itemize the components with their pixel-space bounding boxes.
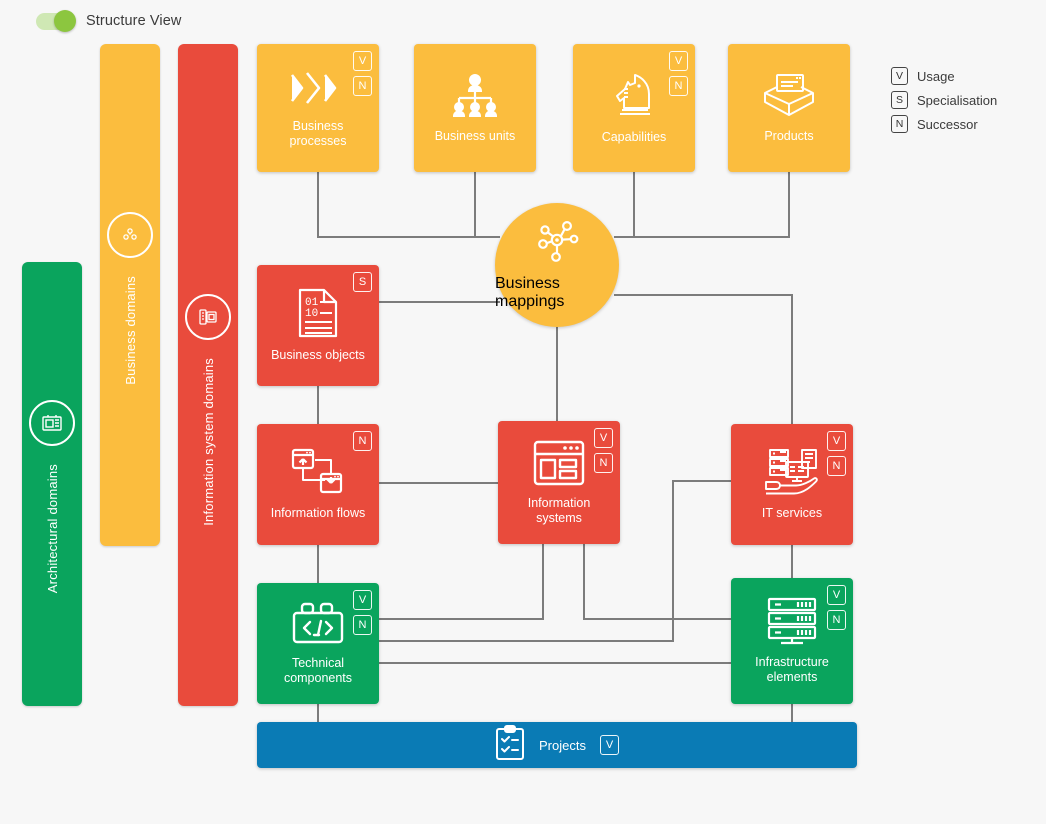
node-label-products: Products <box>764 128 814 143</box>
badges-capabilities: V N <box>669 51 688 96</box>
node-products[interactable]: Products <box>728 44 850 172</box>
open-box-icon <box>760 73 818 119</box>
node-label-it-services: IT services <box>761 506 823 520</box>
usage-badge: V <box>827 585 846 605</box>
usage-badge: V <box>353 51 372 71</box>
specialisation-badge-icon: S <box>891 91 908 109</box>
legend: V Usage S Specialisation N Successor <box>891 67 998 133</box>
domain-bar-label-information-system: Information system domains <box>200 358 216 526</box>
badges-information-flows: N <box>353 431 372 451</box>
node-label-projects: Projects <box>539 737 586 753</box>
usage-badge: V <box>594 428 613 448</box>
knight-chess-icon <box>611 72 657 120</box>
node-label-information-flows: Information flows <box>270 506 366 520</box>
structure-view-toggle[interactable] <box>36 10 76 32</box>
node-it-services[interactable]: V N IT services <box>731 424 853 545</box>
node-business-objects[interactable]: S 01 10 Business objects <box>257 265 379 386</box>
data-flow-icon <box>291 448 345 496</box>
badges-it-services: V N <box>827 431 846 476</box>
node-label-infrastructure-elements: Infrastructure elements <box>755 655 829 684</box>
successor-badge: N <box>353 76 372 96</box>
node-label-business-objects: Business objects <box>271 348 365 362</box>
information-system-icon <box>185 294 231 340</box>
legend-label-specialisation: Specialisation <box>917 92 998 108</box>
usage-badge: V <box>599 735 619 755</box>
badges-business-objects: S <box>353 272 372 292</box>
node-business-processes[interactable]: V N Business processes <box>257 44 379 172</box>
legend-item-successor: N Successor <box>891 115 997 133</box>
usage-badge: V <box>353 590 372 610</box>
usage-badge: V <box>669 51 688 71</box>
node-infrastructure-elements[interactable]: V N Infrastructure elements <box>731 578 853 704</box>
node-label-business-units: Business units <box>434 128 516 143</box>
node-label-business-processes: Business processes <box>289 119 347 148</box>
node-information-systems[interactable]: V N Information systems <box>498 421 620 544</box>
node-business-mappings[interactable]: Business mappings <box>495 203 619 327</box>
chevrons-icon <box>289 67 347 109</box>
legend-label-usage: Usage <box>917 68 955 84</box>
business-domain-icon <box>107 212 153 258</box>
node-label-information-systems: Information systems <box>527 495 591 525</box>
successor-badge: N <box>827 610 846 630</box>
app-window-icon <box>533 440 585 486</box>
structure-view-toggle-row: Structure View <box>36 8 181 34</box>
domain-bar-label-business: Business domains <box>122 276 138 385</box>
successor-badge: N <box>353 615 372 635</box>
svg-text:01: 01 <box>305 297 319 309</box>
server-rack-icon <box>765 597 819 645</box>
badges-infrastructure-elements: V N <box>827 585 846 630</box>
node-business-units[interactable]: Business units <box>414 44 536 172</box>
node-label-capabilities: Capabilities <box>601 129 667 144</box>
structure-view-label: Structure View <box>86 13 182 29</box>
usage-badge: V <box>827 431 846 451</box>
svg-text:10: 10 <box>305 308 318 320</box>
legend-item-specialisation: S Specialisation <box>891 91 998 109</box>
badges-business-processes: V N <box>353 51 372 96</box>
architecture-icon <box>29 400 75 446</box>
successor-badge-icon: N <box>891 115 908 133</box>
node-projects[interactable]: Projects V <box>257 722 857 768</box>
domain-bar-business-domains[interactable]: Business domains <box>100 44 160 546</box>
node-information-flows[interactable]: N Information flows <box>257 424 379 545</box>
it-service-hand-icon <box>764 448 820 496</box>
badges-technical-components: V N <box>353 590 372 635</box>
clipboard-check-icon <box>495 724 525 766</box>
legend-item-usage: V Usage <box>891 67 997 85</box>
usage-badge-icon: V <box>891 67 908 85</box>
domain-bar-architectural-domains[interactable]: Architectural domains <box>22 262 82 706</box>
binary-document-icon: 01 10 <box>297 288 339 338</box>
successor-badge: N <box>827 456 846 476</box>
domain-bar-information-system-domains[interactable]: Information system domains <box>178 44 238 706</box>
domain-bar-label-architectural: Architectural domains <box>44 464 60 594</box>
badges-information-systems: V N <box>594 428 613 473</box>
toggle-knob <box>54 10 76 32</box>
node-label-business-mappings: Business mappings <box>495 274 565 310</box>
successor-badge: N <box>594 453 613 473</box>
node-technical-components[interactable]: V N Technical components <box>257 583 379 704</box>
node-label-technical-components: Technical components <box>283 655 353 685</box>
successor-badge: N <box>353 431 372 451</box>
legend-label-successor: Successor <box>917 116 978 132</box>
successor-badge: N <box>669 76 688 96</box>
org-chart-icon <box>448 73 502 119</box>
specialisation-badge: S <box>353 272 372 292</box>
code-brick-icon <box>290 602 346 646</box>
network-hub-icon <box>534 220 580 267</box>
node-capabilities[interactable]: V N Capabilities <box>573 44 695 172</box>
